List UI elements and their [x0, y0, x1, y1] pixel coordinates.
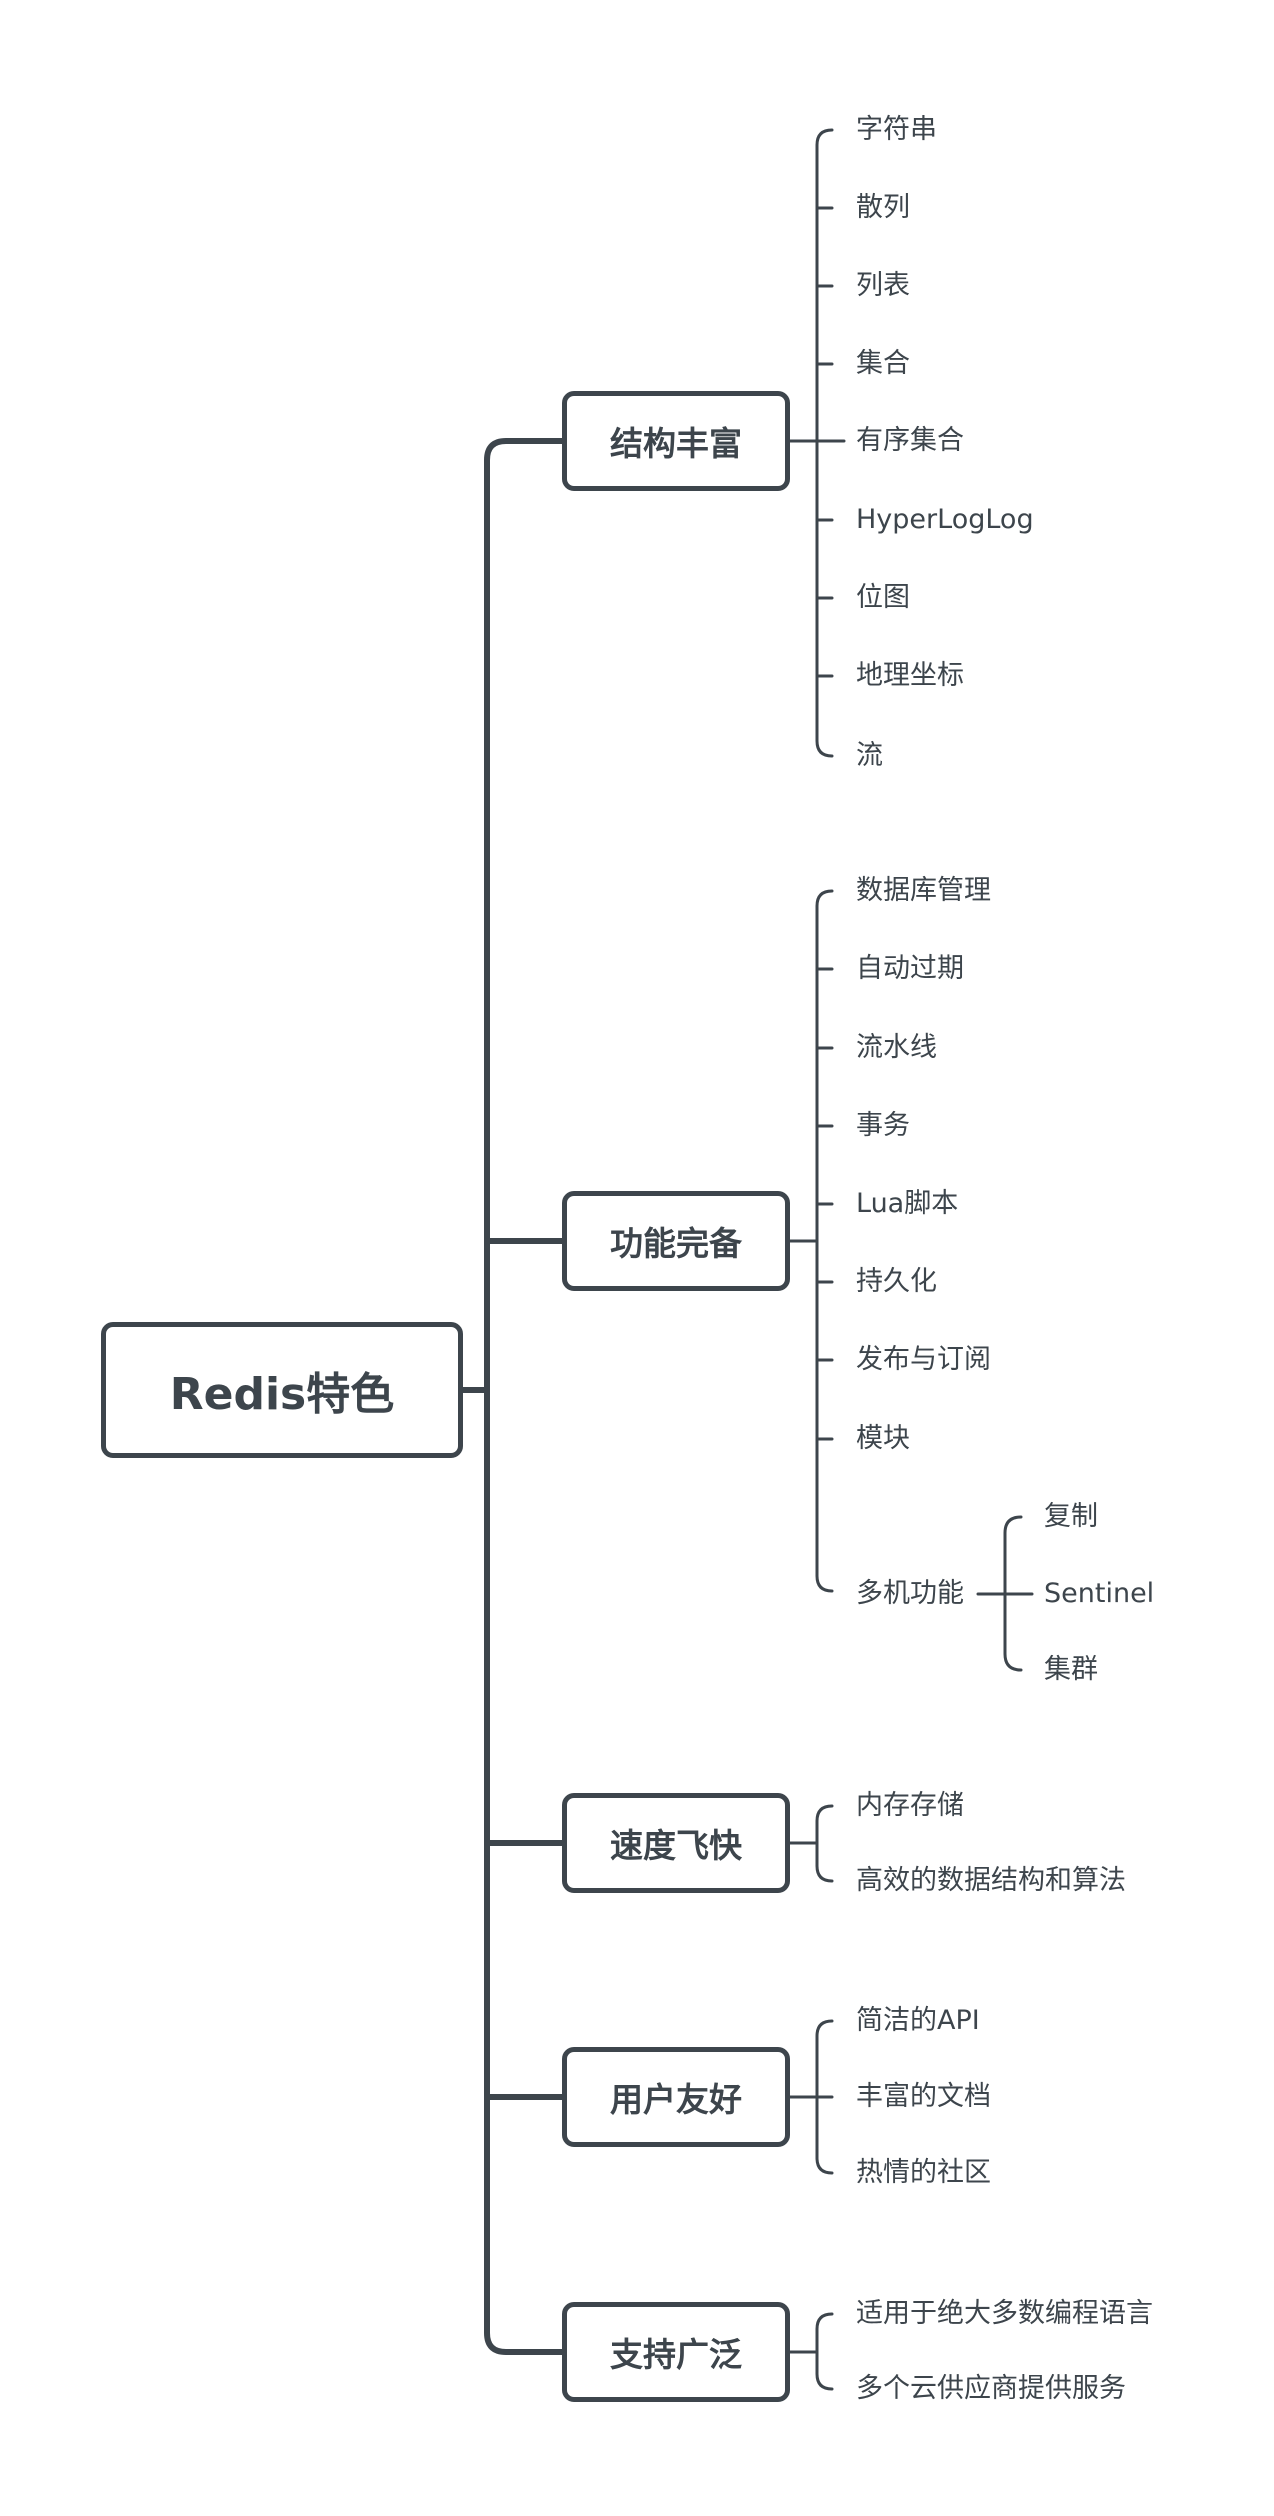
category-fast: 速度飞快: [562, 1793, 790, 1893]
leaf-bitmap: 位图: [856, 582, 910, 613]
leaf-rich-docs: 丰富的文档: [856, 2081, 991, 2112]
leaf-sorted-set: 有序集合: [856, 425, 964, 456]
branch-structure: [788, 128, 846, 758]
leaf-pipeline: 流水线: [856, 1032, 937, 1063]
leaf-stream: 流: [856, 740, 883, 771]
leaf-persistence: 持久化: [856, 1266, 937, 1297]
leaf-multi-machine: 多机功能: [856, 1578, 964, 1609]
root-node: Redis特色: [101, 1322, 463, 1458]
leaf-transaction: 事务: [856, 1110, 910, 1141]
leaf-languages: 适用于绝大多数编程语言: [856, 2298, 1153, 2329]
leaf-cluster: 集群: [1044, 1654, 1098, 1685]
leaf-simple-api: 简洁的API: [856, 2005, 980, 2036]
leaf-db-management: 数据库管理: [856, 875, 991, 906]
leaf-set: 集合: [856, 348, 910, 379]
leaf-community: 热情的社区: [856, 2157, 991, 2188]
branch-friendly: [788, 2019, 834, 2175]
leaf-hash: 散列: [856, 192, 910, 223]
leaf-efficient-algorithms: 高效的数据结构和算法: [856, 1865, 1126, 1896]
category-wide-support: 支持广泛: [562, 2302, 790, 2402]
leaf-in-memory: 内存存储: [856, 1790, 964, 1821]
leaf-auto-expire: 自动过期: [856, 953, 964, 984]
branch-functions: [788, 889, 1034, 1672]
leaf-hyperloglog: HyperLogLog: [856, 504, 1034, 535]
category-user-friendly: 用户友好: [562, 2047, 790, 2147]
category-full-featured: 功能完备: [562, 1191, 790, 1291]
leaf-cloud-providers: 多个云供应商提供服务: [856, 2373, 1126, 2404]
branch-support: [788, 2312, 834, 2391]
category-structure-rich: 结构丰富: [562, 391, 790, 491]
leaf-sentinel: Sentinel: [1044, 1578, 1155, 1609]
root-connectors: [460, 438, 565, 2355]
leaf-pubsub: 发布与订阅: [856, 1344, 991, 1375]
branch-speed: [788, 1804, 834, 1883]
leaf-lua-script: Lua脚本: [856, 1188, 959, 1219]
leaf-list: 列表: [856, 270, 910, 301]
leaf-string: 字符串: [856, 114, 937, 145]
leaf-geo: 地理坐标: [856, 660, 964, 691]
leaf-modules: 模块: [856, 1423, 910, 1454]
leaf-replication: 复制: [1044, 1501, 1098, 1532]
